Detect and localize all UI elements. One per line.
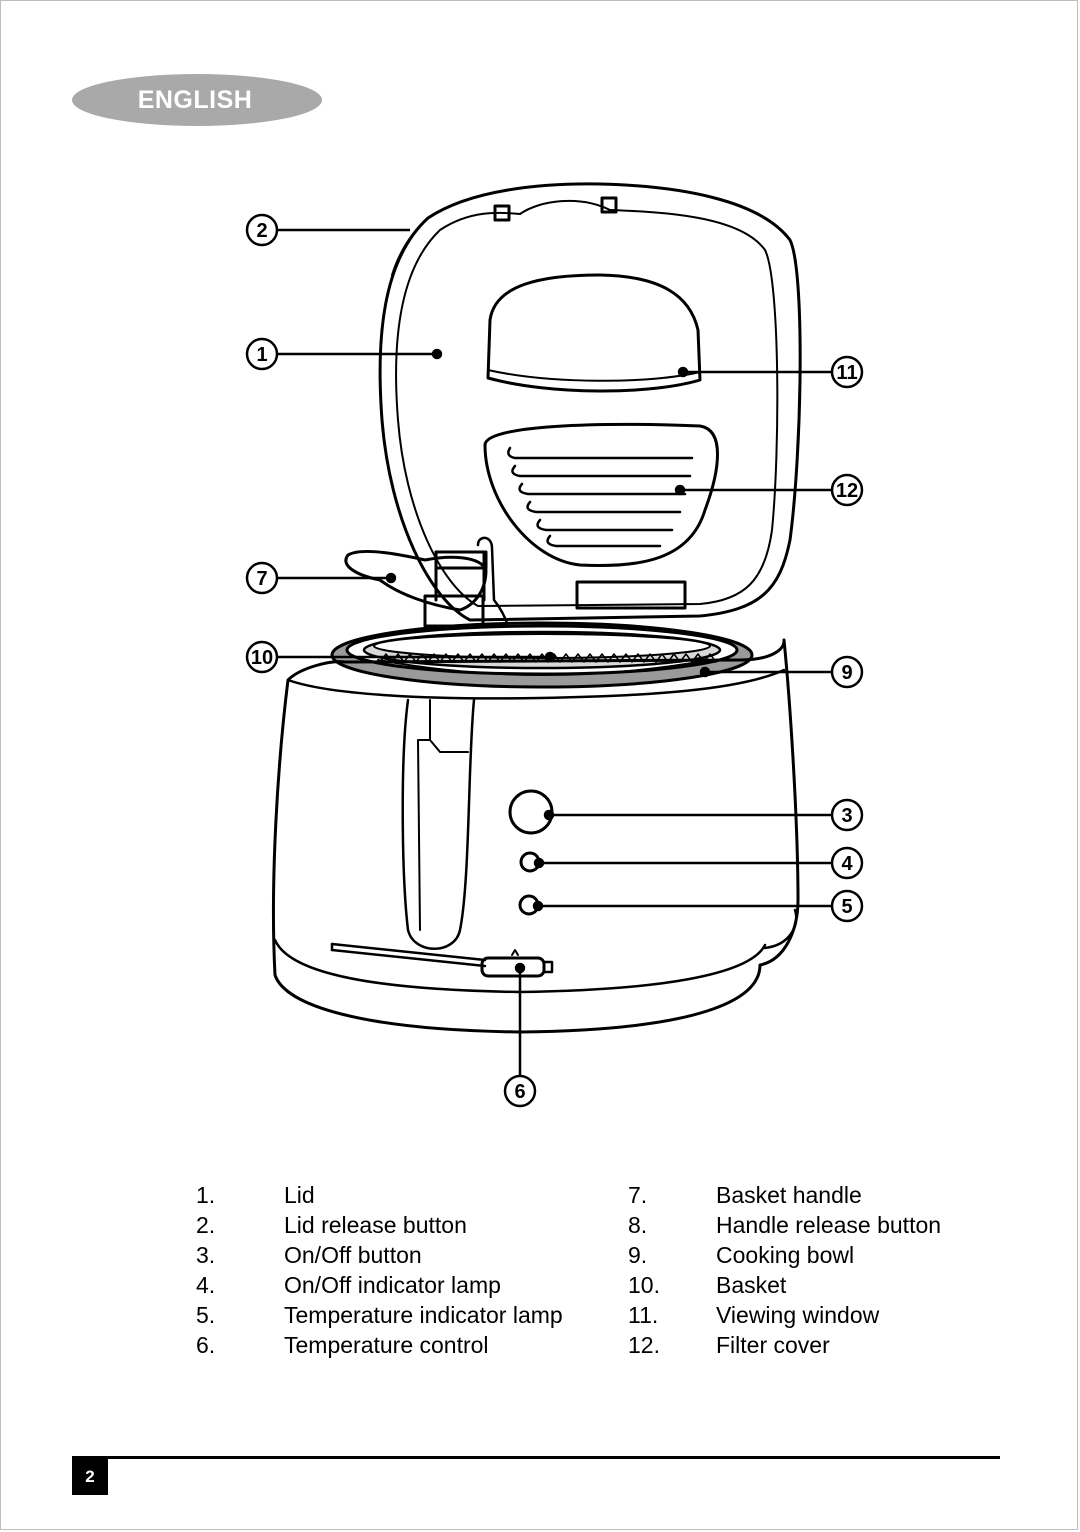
callout-5-label: 5 [841,896,852,918]
page-number: 2 [72,1459,108,1495]
legend-label: Handle release button [716,1212,942,1238]
callout-9-circle [830,655,864,689]
legend-label: Basket [716,1272,787,1298]
legend-label: Lid release button [284,1212,467,1238]
legend-label: Temperature indicator lamp [284,1302,563,1328]
legend-label: Lid [284,1182,315,1208]
language-badge: ENGLISH [72,74,322,126]
filter-cover-shape [483,422,719,567]
callout-7-circle [245,561,279,595]
body-shape [271,638,800,1034]
legend-number: 10. [628,1272,660,1298]
legend-number: 5. [196,1302,216,1328]
legend-label: Filter cover [716,1332,830,1358]
temperature-control-shape [480,956,546,978]
callout-1-label: 1 [256,344,267,366]
legend-number: 7. [628,1182,648,1208]
callout-3-label: 3 [841,805,852,827]
legend-label: Basket handle [716,1182,862,1208]
basket-handle-shape [344,549,488,612]
legend-number: 3. [196,1242,216,1268]
callout-4-circle [830,846,864,880]
legend-number: 2. [196,1212,216,1238]
callout-11-circle [830,355,864,389]
callout-12-circle [830,473,864,507]
callout-10-label: 10 [251,647,273,669]
callout-3-circle [830,798,864,832]
legend-label: On/Off button [284,1242,422,1268]
callout-6-circle [503,1074,537,1108]
legend-number: 11. [628,1302,659,1328]
callout-6-label: 6 [514,1081,525,1103]
footer-rule [72,1456,1000,1459]
legend-label: Viewing window [716,1302,880,1328]
legend-number: 9. [628,1242,648,1268]
legend-label: Temperature control [284,1332,489,1358]
callout-1-circle [245,337,279,371]
callout-2-label: 2 [256,220,267,242]
callout-12-label: 12 [836,480,858,502]
callout-11-label: 11 [836,362,857,384]
callout-7-label: 7 [256,568,267,590]
callout-9-label: 9 [841,662,852,684]
lid-shape [378,182,802,622]
callout-4-label: 4 [841,853,853,875]
legend-number: 12. [628,1332,660,1358]
legend-label: Cooking bowl [716,1242,855,1268]
language-badge-label: ENGLISH [137,85,253,114]
legend-number: 8. [628,1212,648,1238]
legend-number: 1. [196,1182,216,1208]
viewing-window-shape [486,273,702,393]
callout-10-circle [245,640,279,674]
legend-number: 6. [196,1332,216,1358]
callout-5-circle [830,889,864,923]
callout-2-circle [245,213,279,247]
legend-label: On/Off indicator lamp [284,1272,501,1298]
legend-number: 4. [196,1272,216,1298]
